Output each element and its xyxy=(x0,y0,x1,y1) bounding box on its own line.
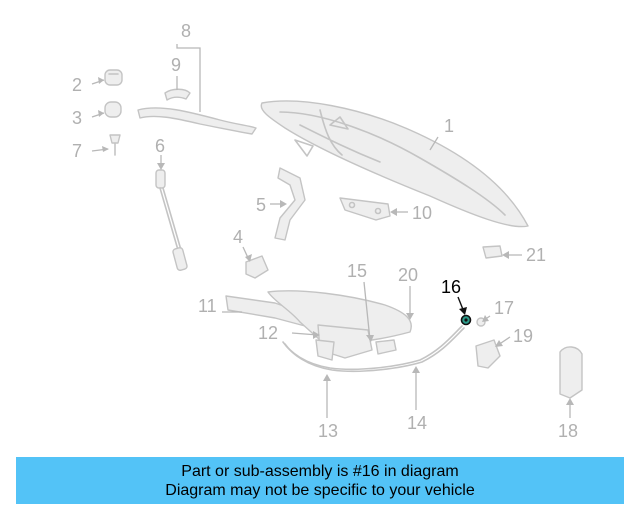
hood-stop-part xyxy=(245,255,269,279)
callout-5: 5 xyxy=(256,195,266,215)
release-cable-part xyxy=(282,325,465,373)
callout-1: 1 xyxy=(444,116,454,136)
callout-8: 8 xyxy=(181,21,191,41)
info-banner: Part or sub-assembly is #16 in diagram D… xyxy=(16,457,624,504)
hood-latch-part xyxy=(315,324,373,361)
callout-19: 19 xyxy=(513,326,533,346)
callout-4: 4 xyxy=(233,227,243,247)
hood-strut-part xyxy=(155,169,188,271)
hood-bracket-part xyxy=(339,197,391,221)
banner-line-disclaimer: Diagram may not be specific to your vehi… xyxy=(165,481,475,499)
callout-2: 2 xyxy=(72,75,82,95)
callout-12: 12 xyxy=(258,323,278,343)
callout-3: 3 xyxy=(72,108,82,128)
highlighted-leader-line xyxy=(457,296,467,315)
callout-13: 13 xyxy=(318,421,338,441)
callout-14: 14 xyxy=(407,413,427,433)
push-clip-part xyxy=(109,134,121,156)
hood-seal-part xyxy=(137,107,257,135)
callout-9: 9 xyxy=(171,55,181,75)
retainer-clip-part xyxy=(482,245,503,259)
lock-support-part xyxy=(267,290,412,343)
callout-10: 10 xyxy=(412,203,432,223)
callout-7: 7 xyxy=(72,141,82,161)
latch-bracket-part xyxy=(375,339,397,355)
bumper-part xyxy=(104,101,122,118)
hood-hinge-part xyxy=(274,167,306,241)
callout-labels: 1 2 3 4 5 6 7 8 9 10 11 12 13 14 15 16 1… xyxy=(72,21,578,441)
callout-18: 18 xyxy=(558,421,578,441)
hood-panel-part xyxy=(260,100,529,228)
callout-20: 20 xyxy=(398,265,418,285)
leader-lines xyxy=(91,44,574,418)
bumper-stop-part xyxy=(104,69,123,86)
parts-diagram: 1 2 3 4 5 6 7 8 9 10 11 12 13 14 15 16 1… xyxy=(72,21,583,441)
seal-clip-part xyxy=(164,88,191,101)
callout-16: 16 xyxy=(441,277,461,297)
callout-11: 11 xyxy=(198,296,217,316)
handle-bezel-part xyxy=(559,346,583,399)
callout-15: 15 xyxy=(347,261,367,281)
callout-21: 21 xyxy=(526,245,546,265)
release-handle-part xyxy=(475,339,501,369)
callout-6: 6 xyxy=(155,136,165,156)
banner-line-part-number: Part or sub-assembly is #16 in diagram xyxy=(181,462,459,480)
highlighted-clip-part xyxy=(460,314,472,326)
callout-17: 17 xyxy=(494,298,514,318)
